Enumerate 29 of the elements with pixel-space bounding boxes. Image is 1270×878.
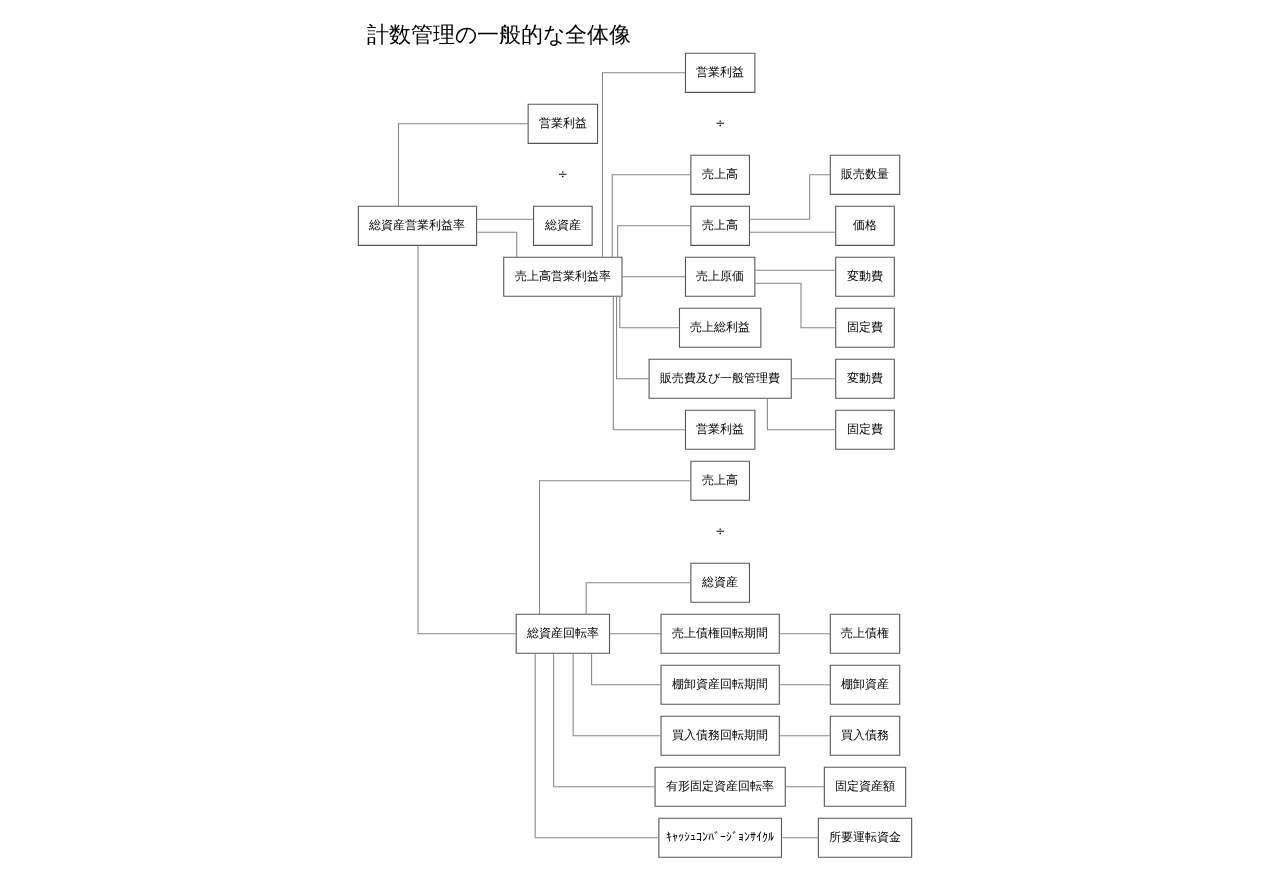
connector — [534, 652, 660, 839]
connector — [778, 633, 831, 635]
connector — [612, 295, 686, 431]
connector — [754, 282, 837, 329]
connector — [778, 735, 831, 737]
connector — [553, 652, 656, 788]
connector — [476, 231, 518, 258]
connector — [616, 295, 650, 380]
connector — [621, 276, 686, 278]
connector — [617, 225, 692, 258]
connector — [591, 652, 662, 686]
connector — [609, 633, 662, 635]
connector — [397, 123, 529, 207]
connector — [539, 480, 692, 615]
connector — [572, 652, 662, 737]
connector — [585, 582, 692, 615]
connector — [601, 72, 686, 258]
connector — [417, 244, 517, 635]
connector — [611, 174, 692, 258]
connector — [790, 378, 836, 380]
connector — [476, 218, 534, 220]
connector — [748, 231, 836, 233]
connector — [754, 269, 837, 271]
connector — [619, 295, 680, 329]
connector — [778, 684, 831, 686]
connector — [781, 837, 819, 839]
connector — [766, 397, 837, 431]
connector — [784, 786, 825, 788]
diagram-title: 計数管理の一般的な全体像 — [367, 22, 632, 49]
